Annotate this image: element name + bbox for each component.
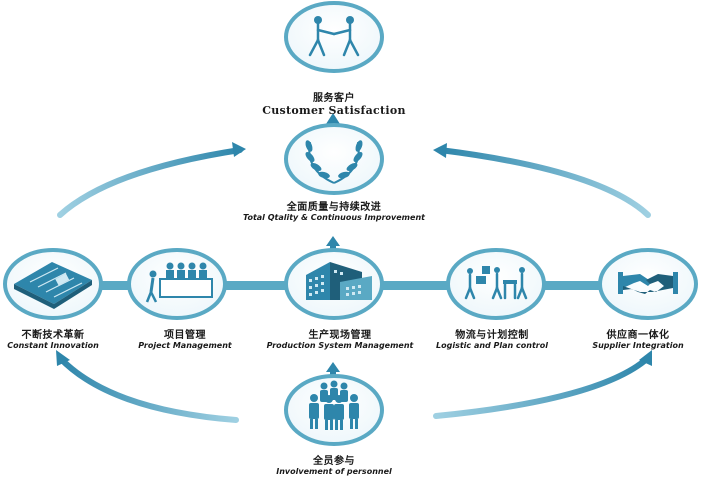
node-customer [284,1,384,73]
node-project [127,248,227,320]
people-group-icon [309,380,359,430]
label-customer: 服务客户 Customer Satisfaction [262,89,406,117]
node-production [284,248,384,320]
label-innovation: 不断技术革新 Constant Innovation [7,326,99,350]
warehouse-workers-icon [464,266,528,300]
label-production-en: Production System Management [266,341,414,350]
label-customer-cn: 服务客户 [312,93,355,104]
label-supplier-en: Supplier Integration [592,341,684,350]
label-supplier: 供应商一体化 Supplier Integration [592,326,683,350]
up-arrow-customer [326,113,340,130]
label-quality-cn: 全面质量与持续改进 [286,202,382,213]
label-personnel-cn: 全员参与 [312,456,355,467]
node-quality [284,123,384,195]
meeting-icon [145,262,213,303]
label-personnel-en: Involvement of personnel [276,467,392,476]
node-logistic [446,248,546,320]
label-innovation-cn: 不断技术革新 [21,330,85,341]
circuit-board-icon [14,262,92,309]
factory-icon [306,262,372,300]
label-production-cn: 生产现场管理 [308,330,372,341]
arc-bottom-left [57,355,239,423]
label-production: 生产现场管理 Production System Management [267,326,414,350]
node-supplier [598,248,698,320]
label-quality: 全面质量与持续改进 Total Qtality & Continuous Imp… [243,198,425,222]
label-customer-en: Customer Satisfaction [262,104,406,117]
label-logistic: 物流与计划控制 Logistic and Plan control [436,326,548,350]
laurel-wreath-icon [305,140,363,184]
node-innovation [3,248,103,320]
up-arrow-quality [326,236,340,252]
label-personnel: 全员参与 Involvement of personnel [276,452,392,476]
arc-top-right [437,147,651,218]
label-innovation-en: Constant Innovation [7,341,99,350]
arc-top-left-arrowhead [232,142,246,157]
arc-top-right-arrowhead [433,143,447,158]
label-project: 项目管理 Project Management [138,326,231,350]
arc-bottom-left-arrowhead [56,350,70,366]
up-arrow-personnel [326,362,340,378]
label-project-en: Project Management [138,341,232,350]
label-project-cn: 项目管理 [164,330,206,341]
label-supplier-cn: 供应商一体化 [606,330,670,341]
node-personnel [284,374,384,446]
handshake-icon [618,272,678,294]
arc-bottom-right [433,355,651,419]
label-logistic-en: Logistic and Plan control [436,341,548,350]
arc-top-left [57,147,243,218]
handshake-figures-icon [308,16,360,57]
label-logistic-cn: 物流与计划控制 [455,330,529,341]
arc-bottom-right-arrowhead [639,350,652,366]
label-quality-en: Total Qtality & Continuous Improvement [243,213,425,222]
